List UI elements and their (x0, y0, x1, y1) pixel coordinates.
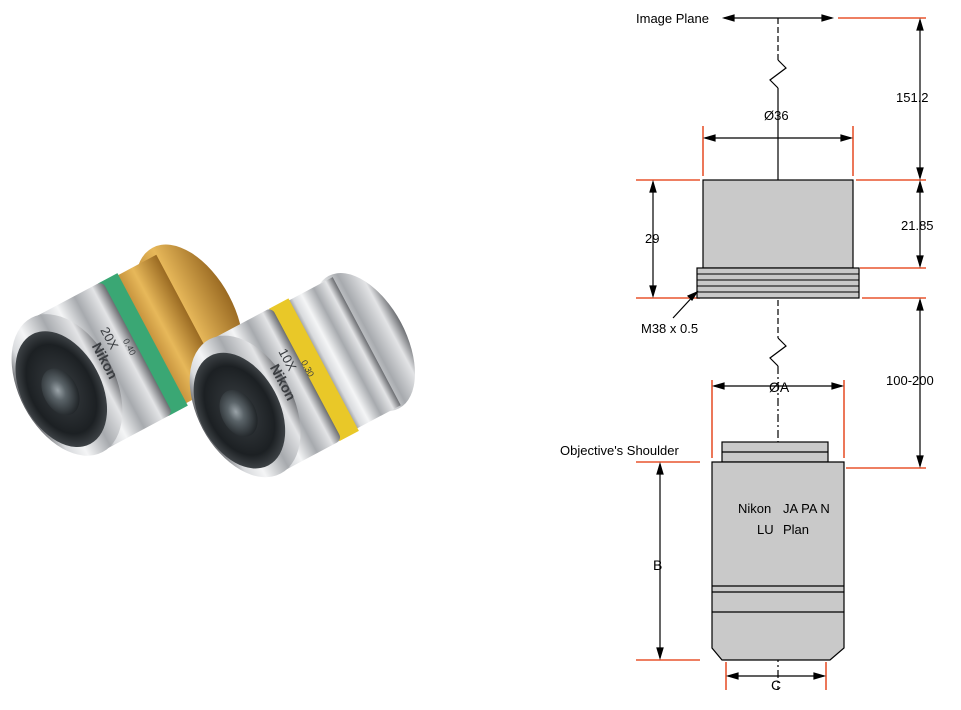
dim-c-label: C (771, 677, 781, 693)
diameter-36-label: Ø36 (764, 108, 789, 123)
lens-photo: Nikon 20X 0.40 Nikon 10X 0.30 (11, 244, 415, 478)
dim-29 (649, 179, 657, 299)
dim-c (725, 672, 827, 680)
diameter-36-dimension (702, 134, 854, 142)
diameter-a-dimension (711, 382, 845, 390)
objective-engraving: Nikon JA PA N LU Plan (738, 501, 830, 537)
ring-color-band (269, 298, 359, 442)
thread-label: M38 x 0.5 (641, 321, 698, 336)
drawing-labels: Image Plane 151.2 Ø36 29 21.85 M38 x 0.5… (560, 11, 934, 693)
extension-lines (636, 17, 926, 690)
objective-body (711, 441, 845, 661)
image-plane-label: Image Plane (636, 11, 709, 26)
engraving-japan: JA PA N (783, 501, 830, 516)
dim-151-2-label: 151.2 (896, 90, 929, 105)
thread-leader (672, 290, 699, 319)
objective-lens-20x: Nikon 20X 0.40 (11, 244, 244, 456)
dim-100-200-label: 100-200 (886, 373, 934, 388)
dim-100-200 (916, 297, 924, 469)
dim-21-85-label: 21.85 (901, 218, 934, 233)
engraving-plan: Plan (783, 522, 809, 537)
dimension-drawing (636, 14, 926, 690)
ring-color-band (97, 273, 188, 416)
engraving-lu: LU (757, 522, 774, 537)
dim-151-2 (916, 17, 924, 181)
tube-lens-body (696, 179, 860, 299)
diameter-a-label: ØA (769, 379, 790, 395)
thread-lines (697, 273, 859, 293)
dim-29-label: 29 (645, 231, 659, 246)
shoulder-label: Objective's Shoulder (560, 443, 679, 458)
dim-21-85 (916, 179, 924, 269)
dim-b-label: B (653, 557, 662, 573)
dim-b (656, 461, 664, 661)
engraving-nikon: Nikon (738, 501, 771, 516)
image-plane-dimension (721, 14, 835, 22)
objective-lens-10x: Nikon 10X 0.30 (189, 273, 415, 478)
